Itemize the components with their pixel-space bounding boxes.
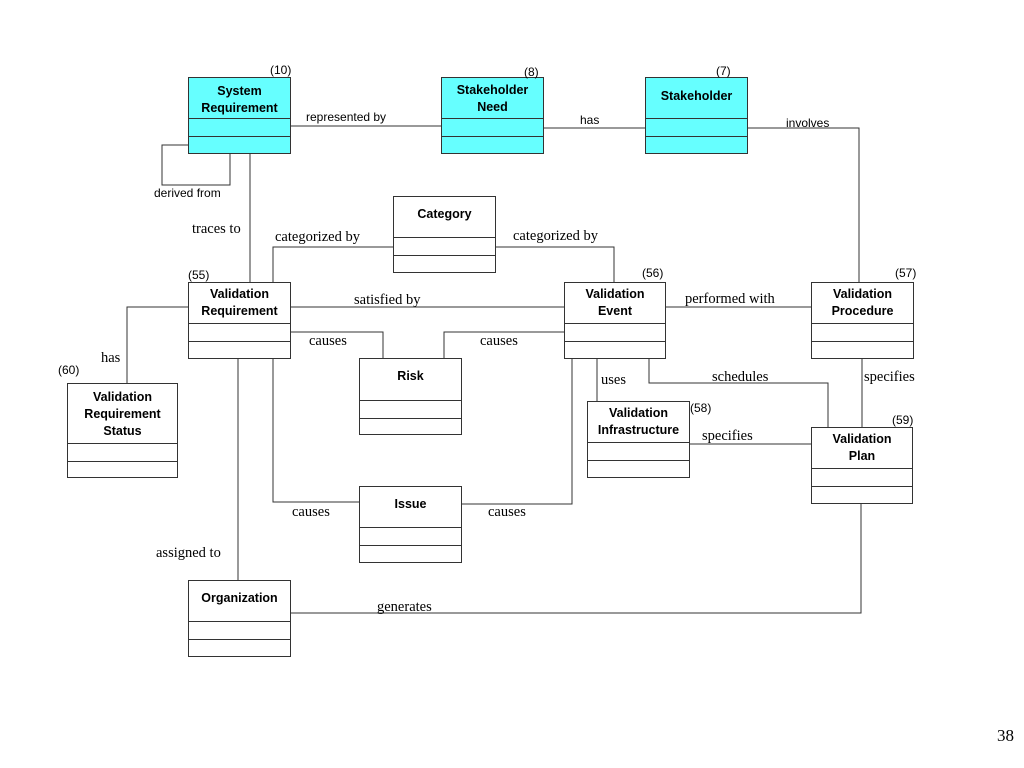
page-number: 38 xyxy=(997,726,1014,745)
label-has-stakeholder: has xyxy=(580,113,600,127)
label-causes-ve-issue: causes xyxy=(488,504,526,520)
label-specifies-procedure: specifies xyxy=(864,369,915,385)
class-attributes xyxy=(442,119,543,137)
label-performed-with: performed with xyxy=(685,291,775,307)
validation-event-class[interactable]: Validation Event xyxy=(564,282,666,359)
label-specifies-infrastructure: specifies xyxy=(702,428,753,444)
line-causes-ve-risk xyxy=(443,331,564,358)
class-attributes xyxy=(565,324,665,342)
label-uses: uses xyxy=(601,372,626,388)
stakeholder-need-class[interactable]: Stakeholder Need xyxy=(441,77,544,154)
class-name: Stakeholder Need xyxy=(442,78,543,119)
risk-class[interactable]: Risk xyxy=(359,358,462,435)
label-assigned-to: assigned to xyxy=(156,545,221,561)
class-name: Issue xyxy=(360,487,461,528)
class-name: Validation Infrastructure xyxy=(588,402,689,443)
line-has-status xyxy=(126,306,188,383)
line-categorized-by-right xyxy=(495,246,615,282)
class-attributes xyxy=(646,119,747,137)
line-causes-vr-risk xyxy=(290,331,384,358)
line-schedules xyxy=(648,358,829,427)
class-number: (8) xyxy=(524,65,539,79)
class-number: (58) xyxy=(690,401,712,415)
class-number: (57) xyxy=(895,266,917,280)
class-attributes xyxy=(189,622,290,640)
class-name: System Requirement xyxy=(189,78,290,119)
organization-class[interactable]: Organization xyxy=(188,580,291,657)
label-schedules: schedules xyxy=(712,369,769,385)
label-involves: involves xyxy=(786,116,830,130)
system-requirement-class[interactable]: System Requirement xyxy=(188,77,291,154)
class-number: (55) xyxy=(188,268,210,282)
line-causes-vr-issue xyxy=(272,358,359,503)
class-attributes xyxy=(588,443,689,461)
class-attributes xyxy=(812,469,912,487)
label-derived-from: derived from xyxy=(154,186,221,200)
class-number: (10) xyxy=(270,63,292,77)
validation-plan-class[interactable]: Validation Plan xyxy=(811,427,913,504)
label-causes-vr-issue: causes xyxy=(292,504,330,520)
label-causes-vr-risk: causes xyxy=(309,333,347,349)
class-name: Validation Plan xyxy=(812,428,912,469)
issue-class[interactable]: Issue xyxy=(359,486,462,563)
class-number: (56) xyxy=(642,266,664,280)
class-attributes xyxy=(360,401,461,419)
validation-infrastructure-class[interactable]: Validation Infrastructure xyxy=(587,401,690,478)
class-name: Stakeholder xyxy=(646,78,747,119)
class-name: Category xyxy=(394,197,495,238)
line-categorized-by-left xyxy=(272,246,393,282)
class-name: Validation Event xyxy=(565,283,665,324)
validation-requirement-status-class[interactable]: Validation Requirement Status xyxy=(67,383,178,478)
class-name: Risk xyxy=(360,359,461,401)
class-number: (60) xyxy=(58,363,80,377)
category-class[interactable]: Category xyxy=(393,196,496,273)
label-represented-by: represented by xyxy=(306,110,387,124)
class-attributes xyxy=(394,238,495,256)
label-generates: generates xyxy=(377,599,432,615)
label-categorized-by-left: categorized by xyxy=(275,229,360,245)
class-attributes xyxy=(189,119,290,137)
class-attributes xyxy=(68,444,177,462)
class-attributes xyxy=(360,528,461,546)
stakeholder-class[interactable]: Stakeholder xyxy=(645,77,748,154)
class-attributes xyxy=(189,324,290,342)
class-attributes xyxy=(812,324,913,342)
class-name: Validation Procedure xyxy=(812,283,913,324)
label-traces-to: traces to xyxy=(192,221,241,237)
line-causes-ve-issue xyxy=(461,358,573,505)
line-involves xyxy=(747,127,860,282)
line-generates xyxy=(290,503,862,614)
class-number: (59) xyxy=(892,413,914,427)
validation-requirement-class[interactable]: Validation Requirement xyxy=(188,282,291,359)
class-name: Organization xyxy=(189,581,290,622)
class-name: Validation Requirement Status xyxy=(68,384,177,444)
label-categorized-by-right: categorized by xyxy=(513,228,598,244)
validation-procedure-class[interactable]: Validation Procedure xyxy=(811,282,914,359)
label-causes-ve-risk: causes xyxy=(480,333,518,349)
class-name: Validation Requirement xyxy=(189,283,290,324)
label-has-status: has xyxy=(101,350,121,366)
class-number: (7) xyxy=(716,64,731,78)
label-satisfied-by: satisfied by xyxy=(354,292,421,308)
line-derived-from xyxy=(161,144,231,186)
